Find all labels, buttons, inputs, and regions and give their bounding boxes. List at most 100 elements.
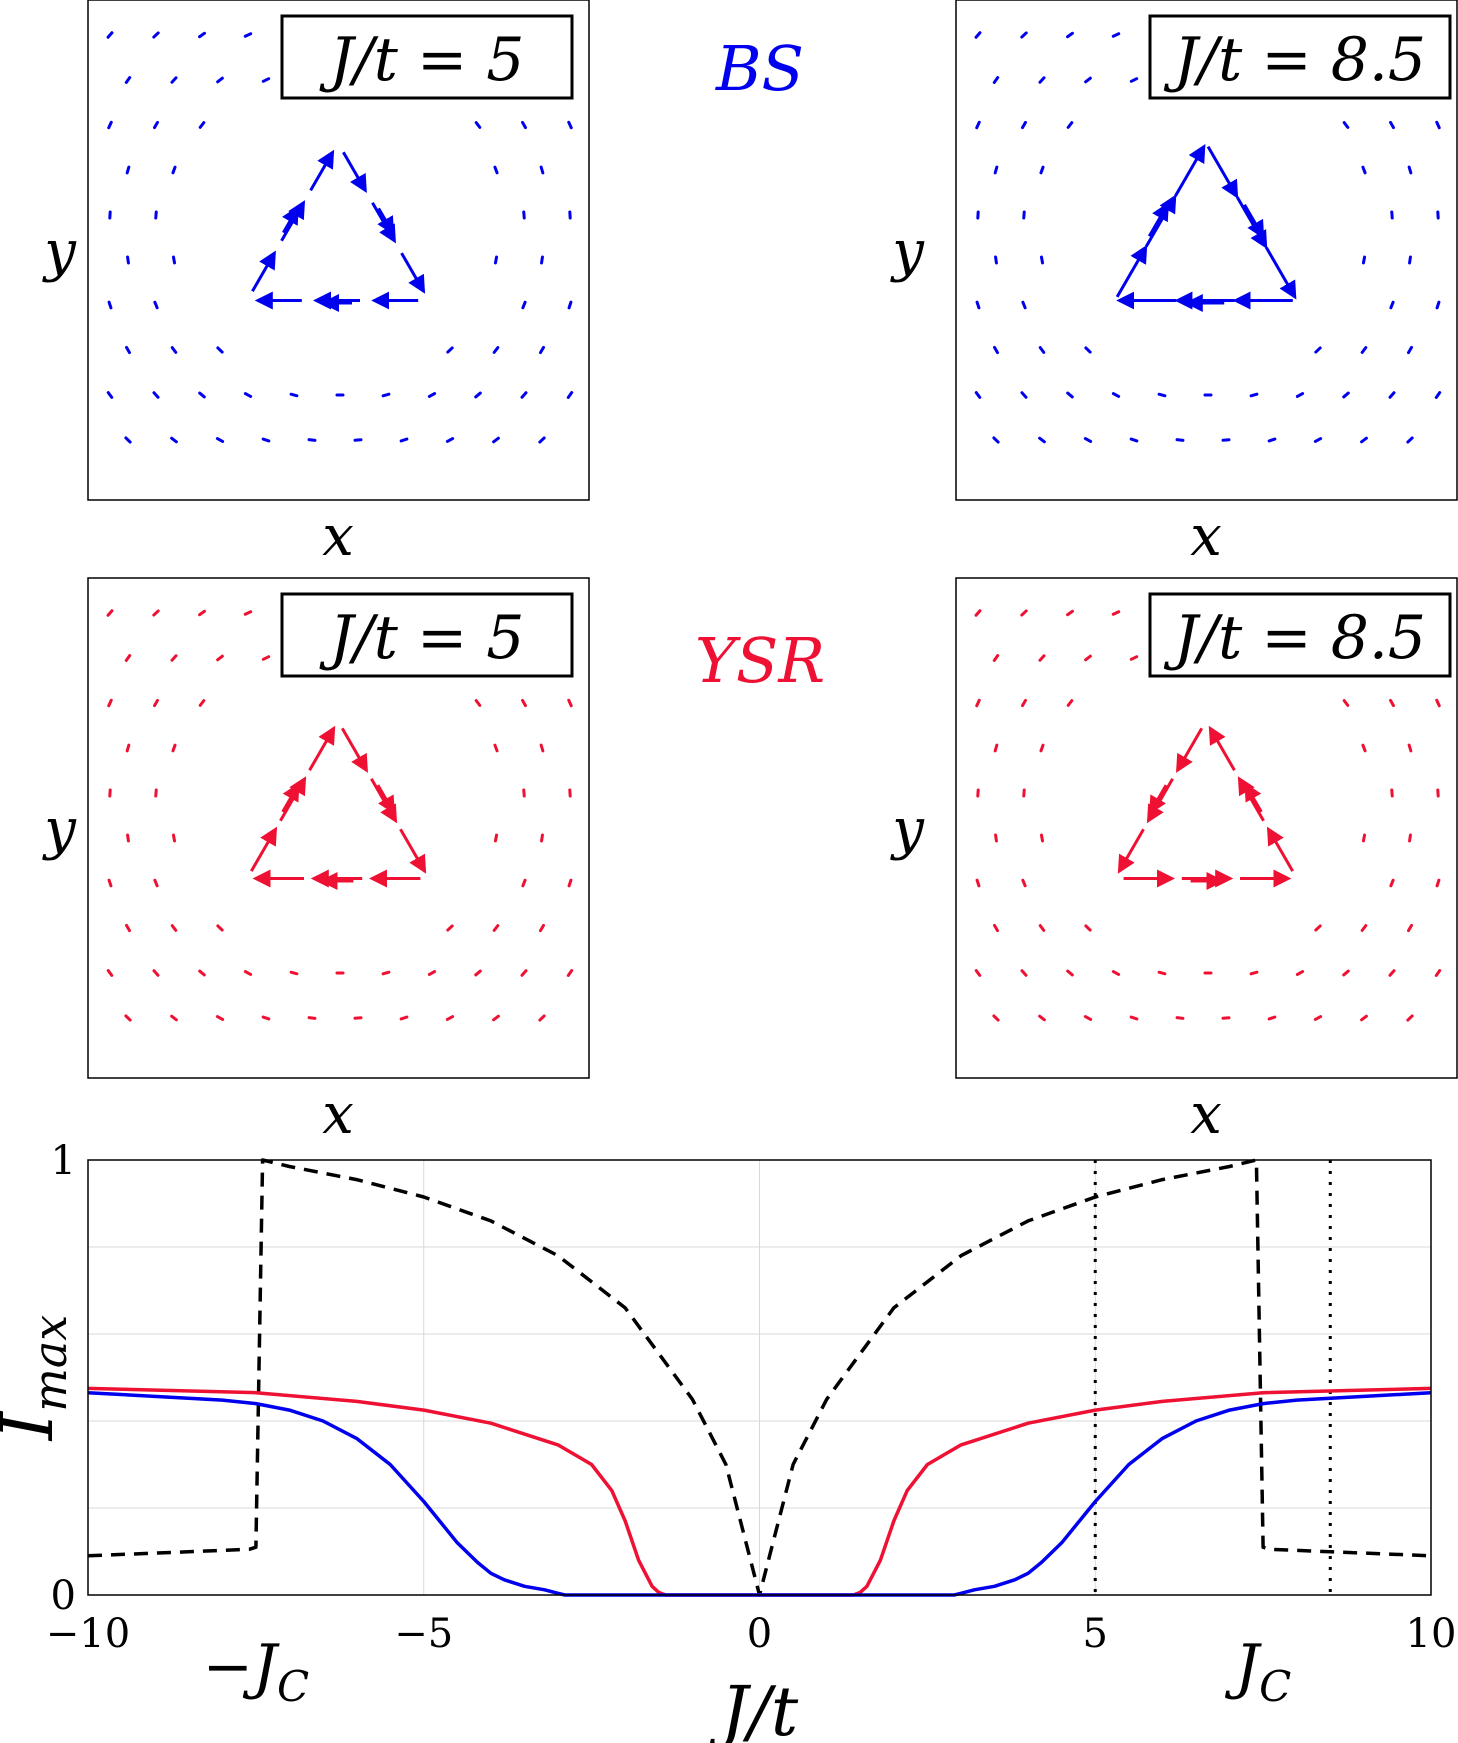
field-dot [170, 346, 178, 354]
field-arrow [282, 205, 299, 234]
x-tick-label: 10 [1406, 1611, 1457, 1657]
panel-bs-j5: J/t = 5 y x [41, 0, 590, 569]
field-dot [107, 120, 113, 130]
field-dot [215, 1015, 225, 1021]
field-arrow [340, 727, 368, 773]
field-dot [153, 878, 159, 888]
field-dot [106, 969, 114, 977]
field-dot [992, 654, 1000, 662]
field-dot [198, 969, 206, 977]
field-dot [493, 165, 499, 175]
field-dot [216, 346, 224, 354]
field-dot [474, 391, 482, 399]
field-dot [1021, 878, 1027, 888]
field-dot [1361, 833, 1367, 843]
field-dot [1389, 878, 1395, 888]
field-dot [1157, 392, 1167, 398]
field-dot [992, 436, 1000, 444]
field-dot [975, 300, 981, 310]
field-dot [1388, 391, 1396, 399]
field-dot [1360, 1014, 1368, 1022]
y-axis-label: y [41, 219, 77, 284]
field-dot [1066, 969, 1074, 977]
field-dot [1314, 346, 1322, 354]
field-arrow [1237, 776, 1265, 822]
field-arrow [251, 250, 276, 292]
field-dot [107, 878, 113, 888]
field-dot [153, 300, 159, 310]
field-arrow [1117, 828, 1145, 874]
field-dot [427, 970, 437, 976]
field-arrow [1266, 826, 1294, 872]
annotation-label: −JC [203, 1632, 309, 1711]
field-dot [1360, 346, 1368, 354]
field-dot [353, 1016, 363, 1020]
field-dot [538, 923, 546, 933]
annotation-label: JC [1224, 1632, 1291, 1711]
section-label-ysr: YSR [695, 624, 825, 697]
field-dot [243, 392, 253, 398]
field-dot [521, 698, 527, 708]
field-dot [125, 743, 131, 753]
field-dot [1295, 392, 1305, 398]
field-dot [974, 31, 982, 39]
field-dot [243, 610, 253, 616]
field-dot [1083, 437, 1093, 443]
field-dot [521, 878, 527, 888]
field-arrow [376, 784, 395, 815]
x-tick-label: 0 [747, 1611, 772, 1657]
field-dot [975, 698, 981, 708]
field-arrow [371, 201, 396, 244]
field-arrow [342, 151, 367, 194]
field-dot [567, 698, 573, 708]
y-tick-label: 1 [51, 1138, 76, 1184]
y-tick-label: 0 [51, 1573, 76, 1619]
chart-grid [87, 1160, 1432, 1595]
field-dot [126, 255, 130, 265]
field-dot [289, 392, 299, 398]
field-dot [1038, 76, 1046, 84]
section-label-bs: BS [715, 32, 804, 105]
field-dot [1129, 77, 1139, 83]
field-dot [1342, 121, 1350, 129]
field-dot [520, 391, 528, 399]
field-dot [1249, 970, 1259, 976]
field-dot [1157, 970, 1167, 976]
field-dot [474, 121, 482, 129]
field-dot [1221, 438, 1231, 442]
field-dot [446, 924, 454, 932]
field-dot [1406, 345, 1414, 355]
field-dot [216, 76, 224, 84]
field-dot [1406, 436, 1414, 444]
field-dot [1360, 436, 1368, 444]
field-dot [1084, 346, 1092, 354]
x-tick-label: −10 [46, 1611, 130, 1657]
y-axis-label: y [889, 219, 925, 284]
field-arrow [1206, 145, 1239, 199]
panel-frame [87, 577, 590, 1079]
field-arrow [1144, 194, 1177, 248]
field-arrow [370, 778, 398, 824]
field-dot [975, 120, 981, 130]
field-dot [1038, 346, 1046, 354]
field-dot [1434, 969, 1442, 977]
field-dot [124, 436, 132, 444]
panel-label-box [1148, 592, 1452, 678]
field-dot [198, 699, 206, 707]
field-dot [493, 743, 499, 753]
field-dot [1313, 437, 1323, 443]
field-arrow [1208, 725, 1236, 772]
field-dot [1295, 970, 1305, 976]
field-dot [152, 31, 160, 39]
field-dot [1020, 969, 1028, 977]
field-dot [1084, 924, 1092, 932]
x-tick-label: 5 [1083, 1611, 1108, 1657]
field-dot [493, 255, 499, 265]
field-dot [261, 655, 271, 661]
field-dot [1406, 1014, 1414, 1022]
field-dot [261, 77, 271, 83]
field-dot [1221, 1016, 1231, 1020]
field-dot [492, 346, 500, 354]
field-arrow [1174, 143, 1206, 197]
field-dot [1038, 436, 1046, 444]
